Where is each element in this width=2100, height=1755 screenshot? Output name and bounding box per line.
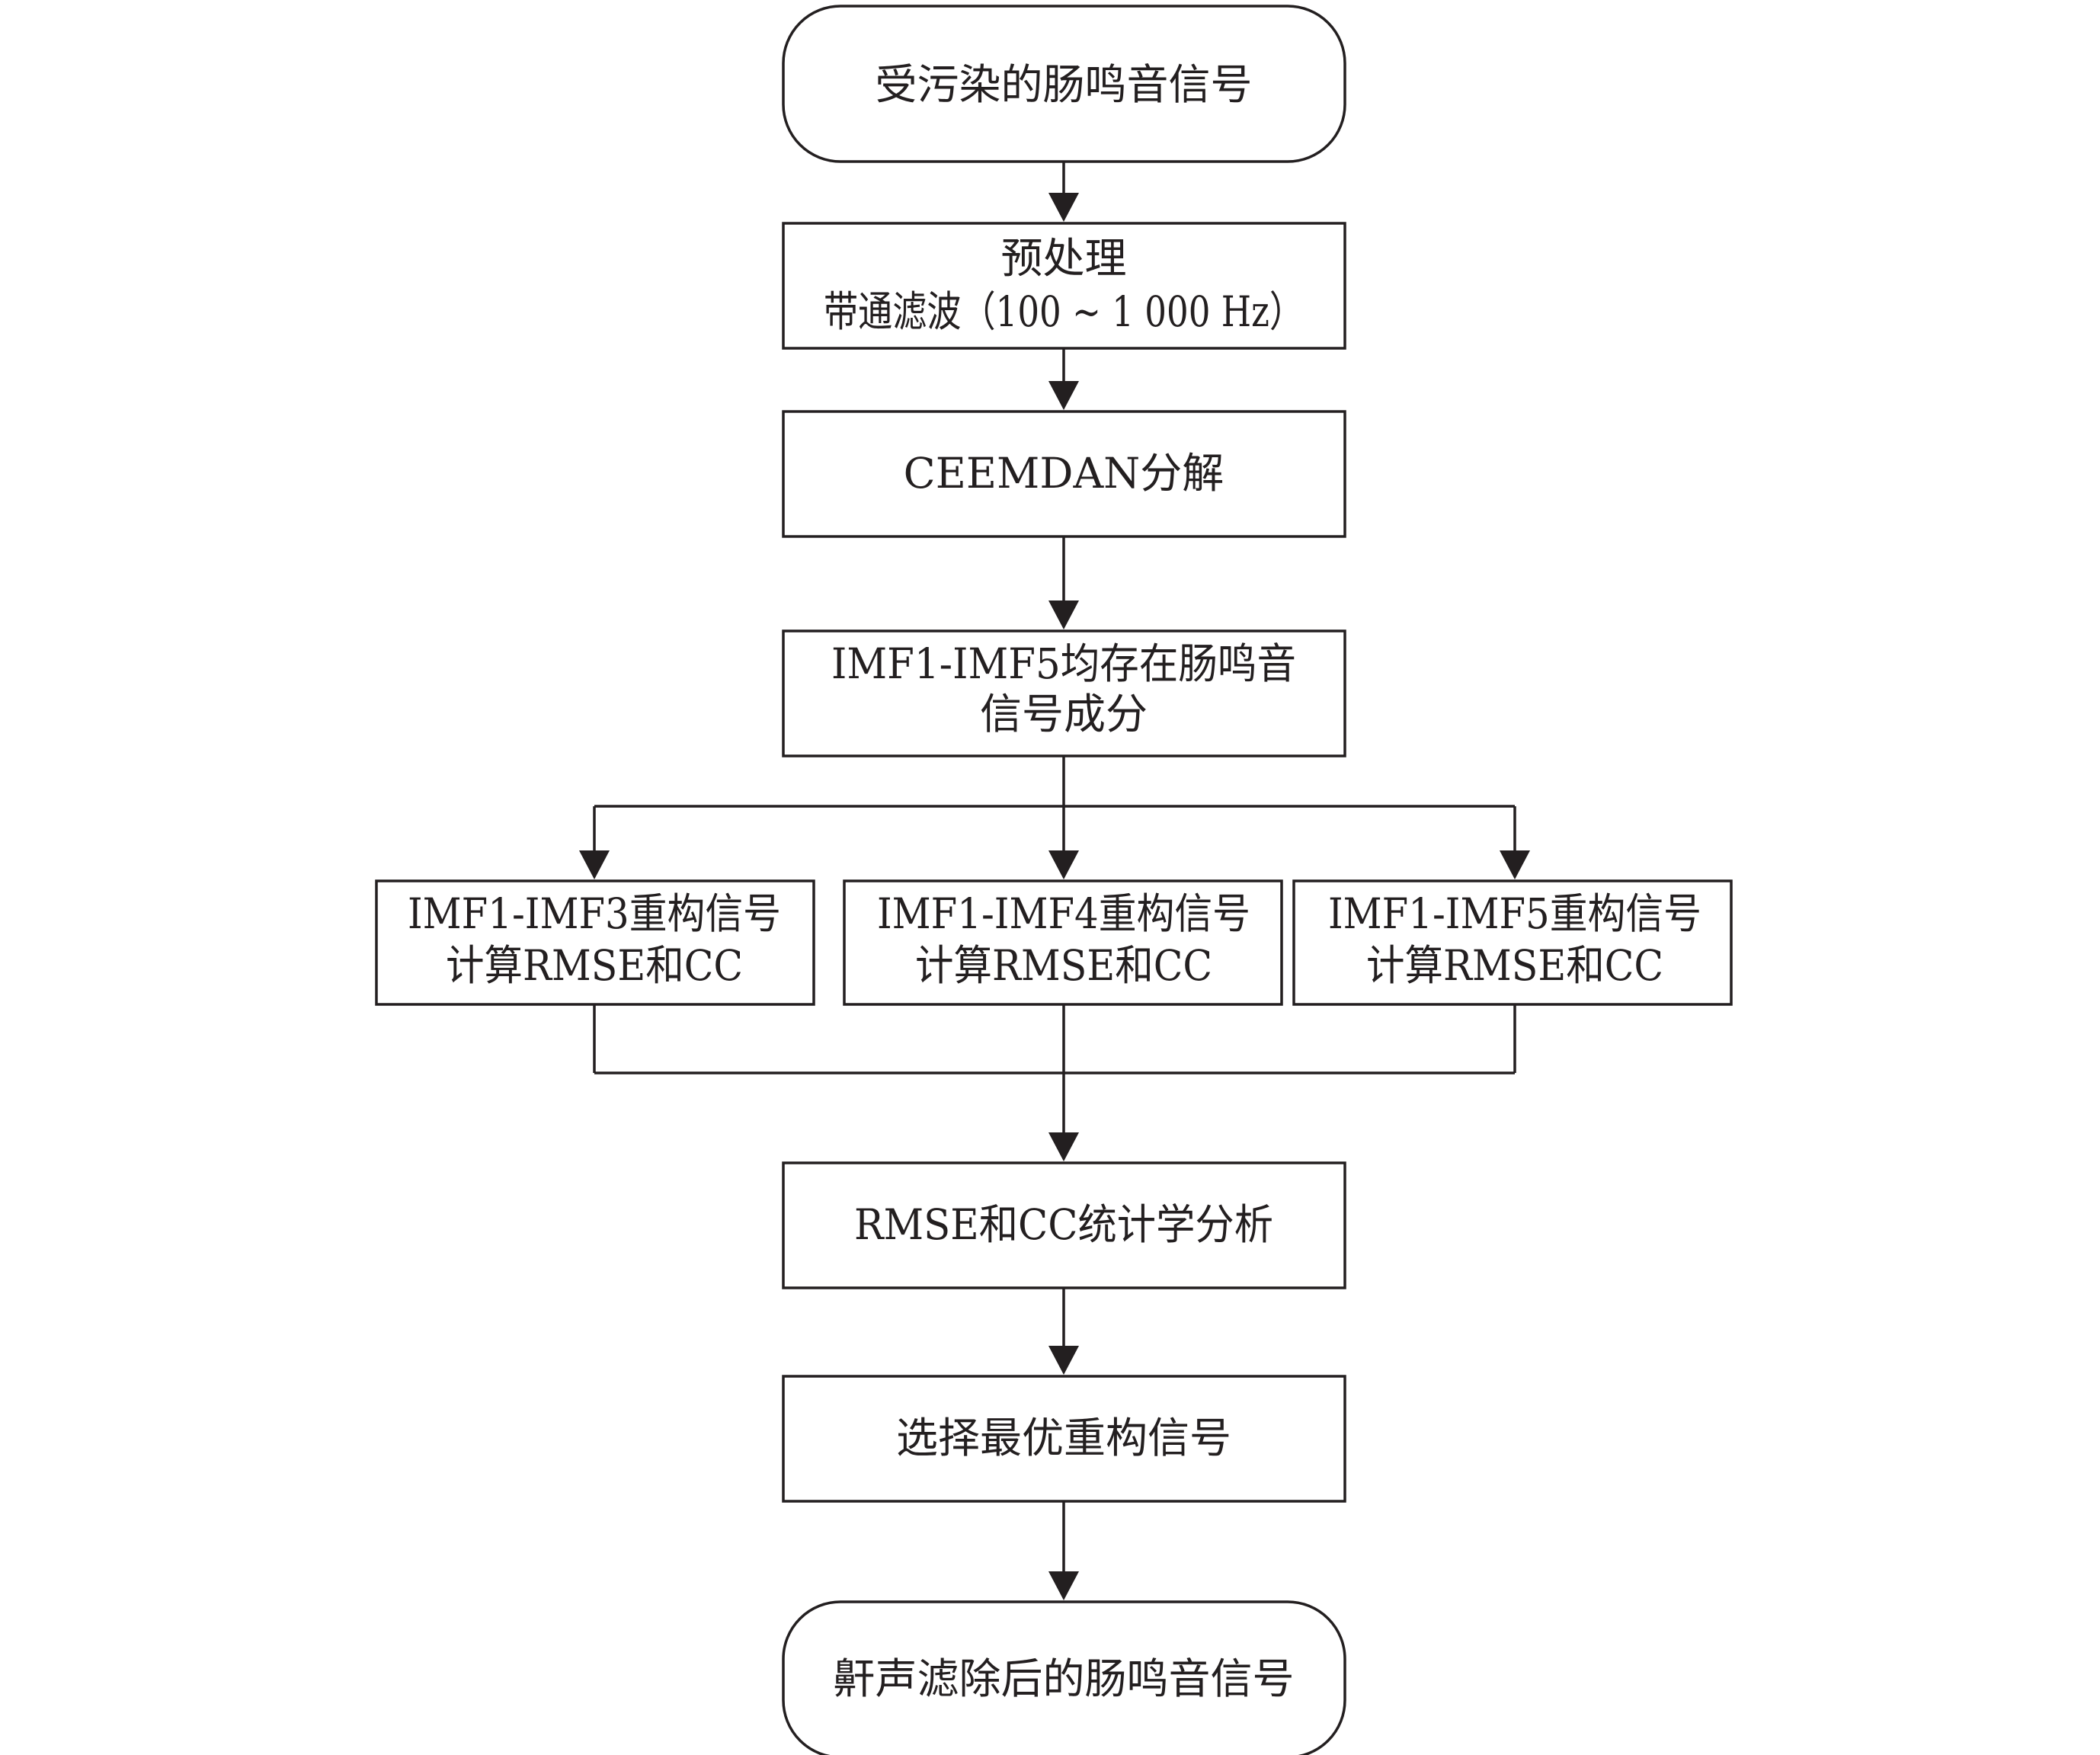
end-label: 鼾声滤除后的肠鸣音信号 [833, 1654, 1294, 1703]
branch-imf5-label-line2: 计算RMSE和CC [1366, 941, 1663, 990]
branch-imf4-label-line1: IMF1-IMF4重构信号 [877, 889, 1250, 938]
connector-decompose-imf [1048, 536, 1079, 629]
end-node [782, 1600, 1346, 1755]
preprocess-label-line2: 带通滤波（100 ~ 1 000 Hz） [824, 287, 1304, 336]
branch-imf5-label-line1: IMF1-IMF5重构信号 [1328, 889, 1701, 938]
connector-start-preprocess [1048, 162, 1079, 222]
decompose-label: CEEMDAN分解 [904, 449, 1224, 498]
stats-label: RMSE和CC统计学分析 [854, 1200, 1273, 1249]
branch-imf3-label-line2: 计算RMSE和CC [446, 941, 743, 990]
preprocess-label-line1: 预处理 [1000, 234, 1126, 283]
connector-branch-split [579, 756, 1530, 879]
start-label: 受污染的肠鸣音信号 [875, 60, 1252, 109]
imf-all-node [782, 629, 1346, 757]
imf-all-label-line2: 信号成分 [980, 690, 1148, 738]
preprocess-node [782, 222, 1346, 350]
connector-select-end [1048, 1501, 1079, 1600]
branch-imf3-label-line1: IMF1-IMF3重构信号 [408, 889, 781, 938]
decompose-node [782, 410, 1346, 538]
stats-node [782, 1161, 1346, 1289]
connector-branch-merge [593, 1004, 1516, 1161]
select-label: 选择最优重构信号 [896, 1414, 1231, 1462]
branch-imf5-node [1292, 879, 1733, 1006]
select-node [782, 1375, 1346, 1503]
branch-imf4-label-line2: 计算RMSE和CC [915, 941, 1212, 990]
connector-stats-select [1048, 1288, 1079, 1375]
connector-preprocess-decompose [1048, 348, 1079, 410]
imf-all-label-line1: IMF1-IMF5均存在肠鸣音 [831, 639, 1296, 688]
